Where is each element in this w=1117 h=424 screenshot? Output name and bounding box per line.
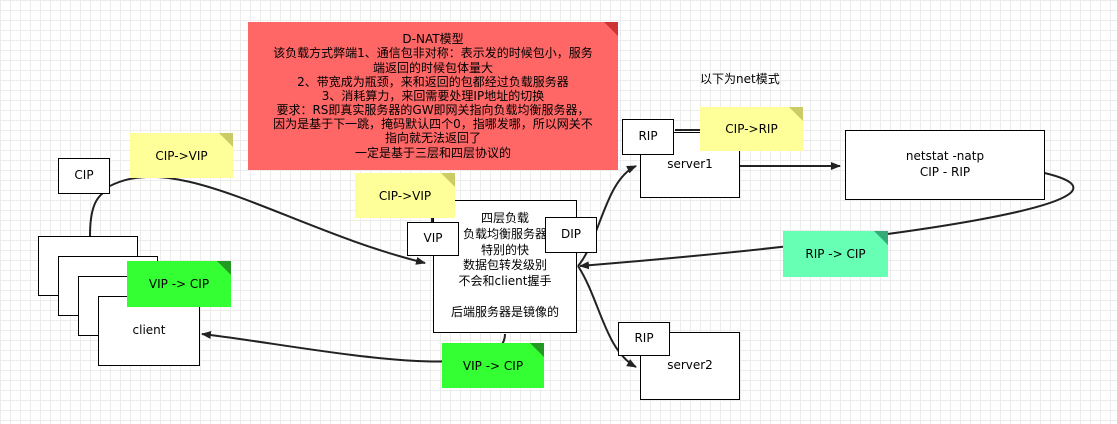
- lb-line: 后端服务器是镜像的: [450, 305, 559, 320]
- note-fold: [604, 22, 618, 36]
- cip-vip-note: CIP->VIP: [355, 173, 455, 218]
- note-text: CIP->VIP: [155, 148, 208, 163]
- lb-line: 四层负载: [480, 211, 529, 225]
- rip2-tag-label: RIP: [634, 331, 654, 346]
- net-mode-label: 以下为net模式: [700, 72, 780, 86]
- note-line: 3、消耗算力，来回需要处理IP地址的切换: [321, 88, 545, 103]
- note-text: VIP -> CIP: [462, 358, 524, 373]
- netstat-line: netstat -natp: [905, 149, 985, 164]
- server2-label: server2: [667, 358, 713, 373]
- rip1-tag-label: RIP: [638, 129, 658, 144]
- netstat-box[interactable]: netstat -natp CIP - RIP: [845, 130, 1045, 200]
- note-line: D-NAT模型: [402, 32, 464, 47]
- note-line: 该负载方式弊端1、通信包非对称：表示发的时候包小，服务: [273, 46, 593, 61]
- vip-cip-note: VIP -> CIP: [442, 343, 544, 388]
- cip-tag-label: CIP: [74, 168, 94, 183]
- dnat-explanation-note: D-NAT模型 该负载方式弊端1、通信包非对称：表示发的时候包小，服务 端返回的…: [248, 22, 618, 170]
- vip-tag[interactable]: VIP: [407, 222, 459, 256]
- dip-tag[interactable]: DIP: [545, 217, 597, 253]
- client-label: client: [132, 323, 166, 338]
- dip-tag-label: DIP: [560, 227, 581, 242]
- note-fold: [789, 107, 803, 121]
- server1-label: server1: [667, 157, 713, 172]
- cip-tag[interactable]: CIP: [58, 158, 110, 194]
- note-text: RIP -> CIP: [805, 247, 866, 261]
- note-text: CIP->RIP: [725, 122, 778, 136]
- vip-tag-label: VIP: [423, 231, 443, 246]
- note-fold: [530, 343, 544, 357]
- note-line: 因为是基于下一跳，掩码默认四个0，指哪发哪，所以网关不: [273, 117, 593, 132]
- rip2-tag[interactable]: RIP: [618, 322, 670, 356]
- note-line: 2、带宽成为瓶颈，来和返回的包都经过负载服务器: [297, 74, 569, 89]
- cip-rip-note: CIP->RIP: [700, 107, 803, 151]
- lb-line: 不会和client握手: [458, 274, 552, 289]
- note-line: 端返回的时候包体量大: [372, 60, 493, 75]
- note-fold: [217, 261, 231, 275]
- note-fold: [219, 133, 233, 147]
- vip-cip-note: VIP -> CIP: [127, 261, 231, 307]
- cip-vip-note: CIP->VIP: [130, 133, 233, 178]
- note-line: 指向就无法返回了: [384, 131, 481, 146]
- note-fold: [874, 231, 888, 245]
- rip1-tag[interactable]: RIP: [622, 119, 674, 155]
- lb-line: 特别的快: [480, 242, 529, 257]
- netstat-line: CIP - RIP: [919, 165, 971, 179]
- note-line: 一定是基于三层和四层协议的: [354, 145, 511, 160]
- note-text: VIP -> CIP: [148, 277, 210, 291]
- lb-line: 负载均衡服务器: [462, 226, 547, 241]
- note-text: CIP->VIP: [378, 188, 432, 203]
- lb-line: 数据包转发级别: [462, 258, 547, 273]
- client-to-cip-line: [89, 189, 109, 237]
- note-fold: [441, 173, 455, 187]
- note-line: 要求：RS即真实服务器的GW即网关指向负载均衡服务器，: [276, 103, 590, 118]
- rip-cip-note: RIP -> CIP: [783, 231, 888, 277]
